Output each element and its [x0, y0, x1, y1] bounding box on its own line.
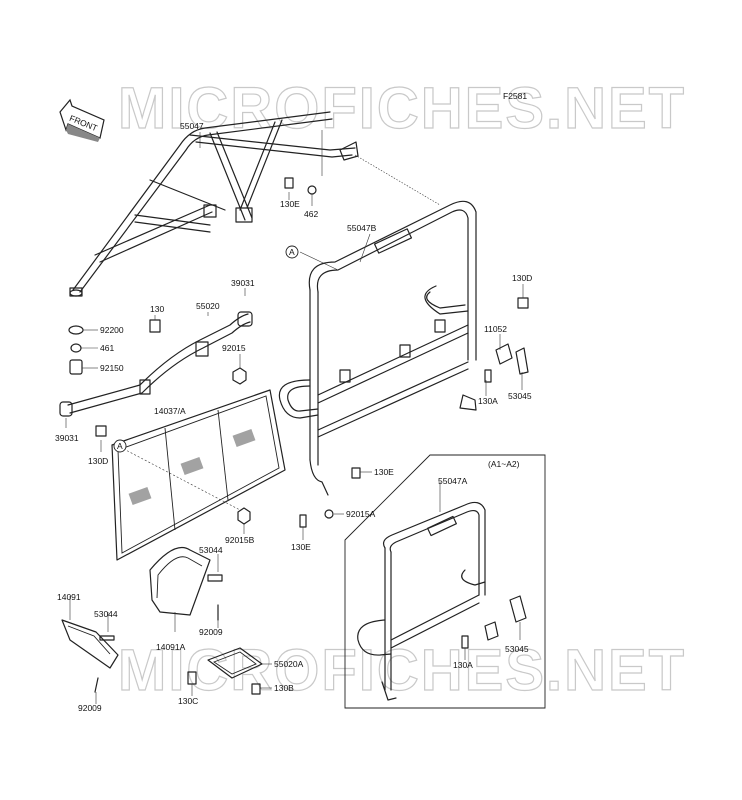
marker-a-left: A	[113, 439, 127, 453]
figure-code: F2581	[503, 91, 527, 101]
callout-130e-top: 130E	[280, 199, 300, 209]
callout-130a-right: 130A	[478, 396, 498, 406]
latch-parts-right	[284, 177, 529, 528]
callout-55047: 55047	[180, 121, 204, 131]
callout-130e-mid: 130E	[374, 467, 394, 477]
callout-53044-mid: 53044	[199, 545, 223, 555]
leader-lines	[65, 130, 524, 704]
callout-130b: 130B	[274, 683, 294, 693]
side-panel-14091A	[149, 546, 223, 621]
callout-92009-mid: 92009	[199, 627, 223, 637]
callout-130: 130	[150, 304, 164, 314]
callout-92015a: 92015A	[346, 509, 376, 519]
callout-55047a: 55047A	[438, 476, 468, 486]
callout-92200: 92200	[100, 325, 124, 335]
callout-55020: 55020	[196, 301, 220, 311]
callout-39031-top: 39031	[231, 278, 255, 288]
callout-53044-left: 53044	[94, 609, 118, 619]
callout-labels: 55047 130E 462 55047B 130D 11052 130A 53…	[55, 121, 532, 713]
net-window	[111, 389, 286, 561]
callout-14091a: 14091A	[156, 642, 186, 652]
inset-label: (A1~A2)	[488, 459, 520, 469]
callout-55020a: 55020A	[274, 659, 304, 669]
watermark-bottom: MICROFICHES.NET	[118, 638, 686, 703]
callout-130c: 130C	[178, 696, 198, 706]
callout-92009-left: 92009	[78, 703, 102, 713]
svg-text:A: A	[117, 441, 123, 451]
callout-11052: 11052	[484, 324, 507, 334]
svg-text:A: A	[289, 247, 295, 257]
side-panel-14091	[61, 619, 119, 693]
callout-461: 461	[100, 343, 114, 353]
inset-frame	[344, 454, 546, 709]
cross-bar-55020	[59, 311, 253, 417]
callout-39031-left: 39031	[55, 433, 79, 443]
callout-92015b: 92015B	[225, 535, 255, 545]
callout-14037a: 14037/A	[154, 406, 186, 416]
callout-92150: 92150	[100, 363, 124, 373]
callout-130a-inset: 130A	[453, 660, 473, 670]
callout-92015: 92015	[222, 343, 246, 353]
marker-a-top: A	[285, 245, 299, 259]
roll-cage-main	[278, 200, 477, 496]
watermark-top: MICROFICHES.NET	[118, 76, 686, 141]
callout-53045-right: 53045	[508, 391, 532, 401]
roll-bar-upper	[69, 111, 359, 297]
callout-462: 462	[304, 209, 318, 219]
callout-55047b: 55047B	[347, 223, 377, 233]
callout-14091: 14091	[57, 592, 81, 602]
callout-130e-bot: 130E	[291, 542, 311, 552]
callout-130d-left: 130D	[88, 456, 108, 466]
front-arrow-icon: FRONT	[59, 98, 105, 142]
callout-53045-inset: 53045	[505, 644, 529, 654]
callout-130d-right: 130D	[512, 273, 532, 283]
